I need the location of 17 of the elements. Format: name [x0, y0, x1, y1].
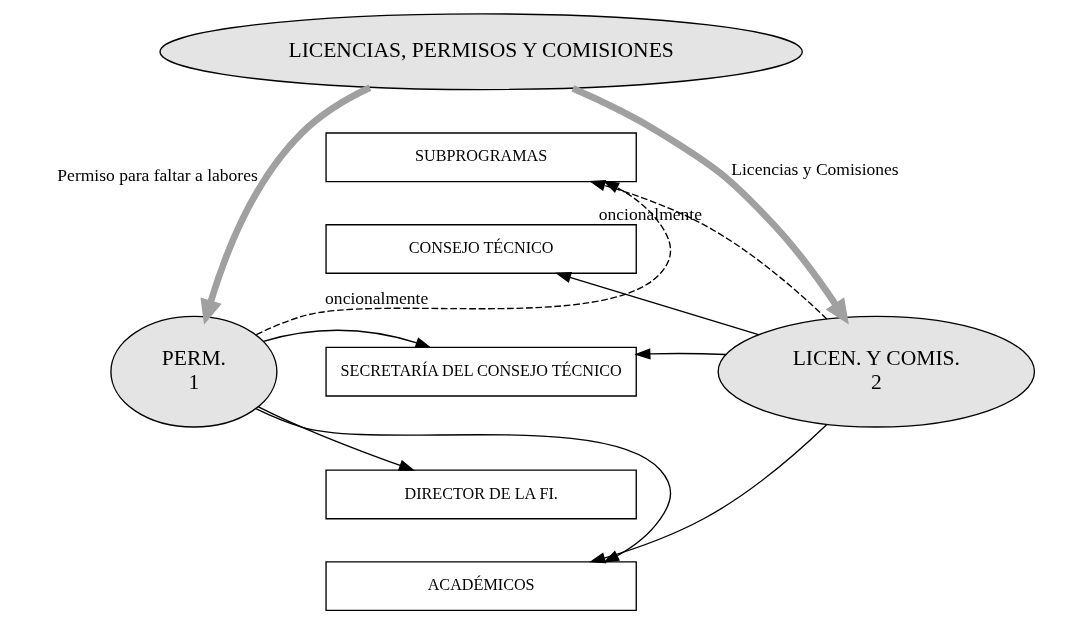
arrow — [633, 348, 726, 360]
arrow — [262, 329, 432, 349]
node-ellipse: LICEN. Y COMIS. 2 — [717, 315, 1035, 428]
node-ellipse: PERM. 1 — [109, 315, 278, 428]
arrow — [257, 406, 415, 471]
edge-label: Licencias y Comisiones — [730, 159, 899, 180]
arrow — [571, 85, 849, 325]
node-box: SUBPROGRAMAS — [324, 132, 637, 183]
arrow — [554, 272, 759, 336]
node-box: SECRETARÍA DEL CONSEJO TÉCNICO — [324, 346, 637, 397]
node-box: CONSEJO TÉCNICO — [324, 224, 637, 274]
node-ellipse: LICENCIAS, PERMISOS Y COMISIONES — [158, 13, 803, 91]
node-box: DIRECTOR DE LA FI. — [324, 469, 637, 520]
arrow — [199, 84, 371, 325]
edge-label: oncionalmente — [324, 287, 428, 308]
node-box: ACADÉMICOS — [324, 561, 637, 612]
edge-label: Permiso para faltar a labores — [56, 165, 258, 186]
